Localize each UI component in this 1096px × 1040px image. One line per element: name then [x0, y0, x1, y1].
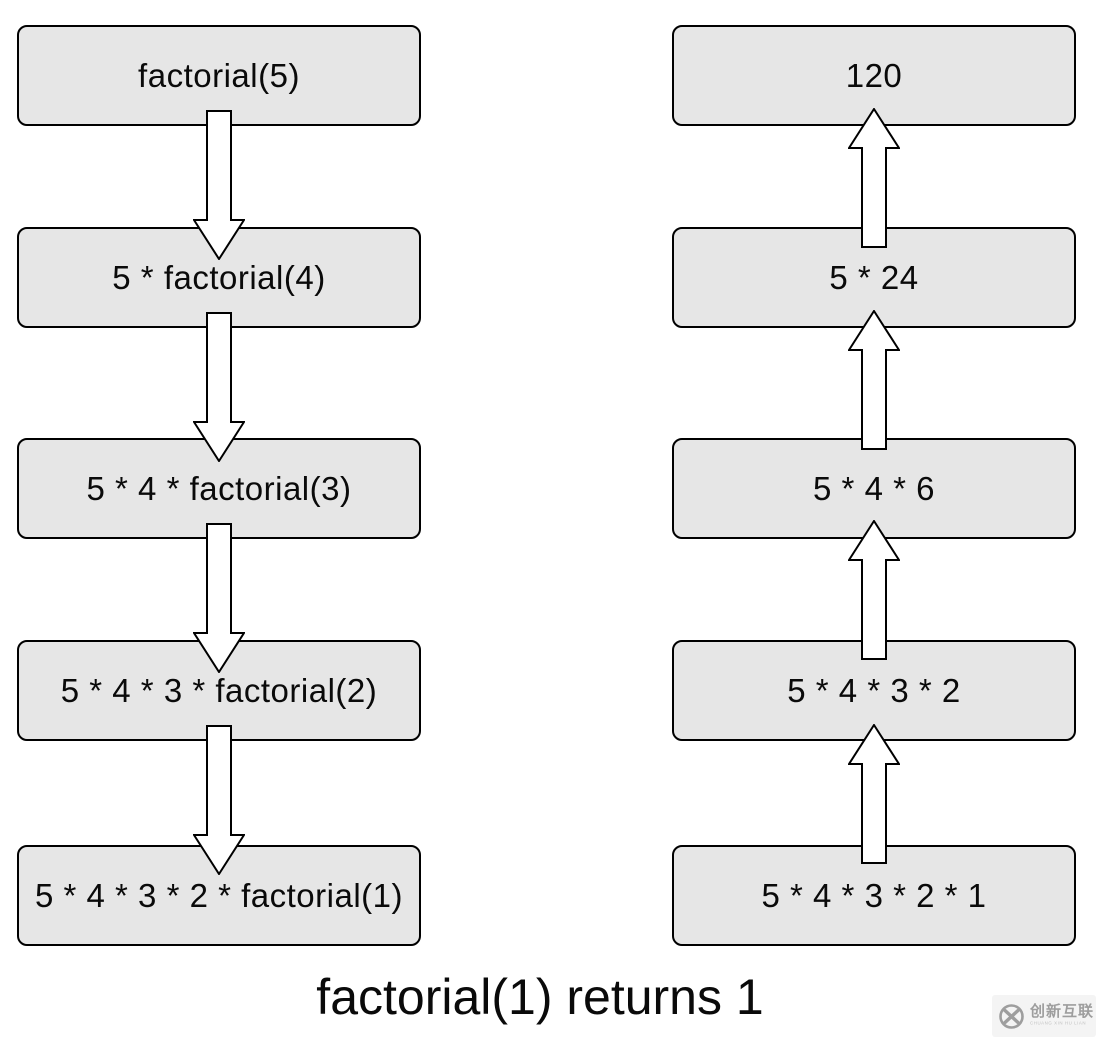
call-step-box: 5 * 4 * factorial(3)	[17, 438, 421, 539]
down-arrow-icon	[193, 312, 245, 462]
up-arrow-icon	[848, 724, 900, 864]
down-arrow-icon	[193, 523, 245, 673]
diagram-caption: factorial(1) returns 1	[316, 969, 764, 1025]
call-step-box: factorial(5)	[17, 25, 421, 126]
up-arrow-icon	[848, 310, 900, 450]
watermark-text-group: 创新互联 CHUANG XIN HU LIAN	[1030, 1004, 1096, 1029]
cx-logo-icon	[999, 1003, 1024, 1029]
down-arrow-icon	[193, 110, 245, 260]
down-arrow-icon	[193, 725, 245, 875]
up-arrow-icon	[848, 108, 900, 248]
watermark-brand-text: 创新互联	[1030, 1002, 1095, 1020]
up-arrow-icon	[848, 520, 900, 660]
watermark-subtext: CHUANG XIN HU LIAN	[1030, 1019, 1087, 1025]
watermark-badge: 创新互联 CHUANG XIN HU LIAN	[992, 995, 1096, 1037]
